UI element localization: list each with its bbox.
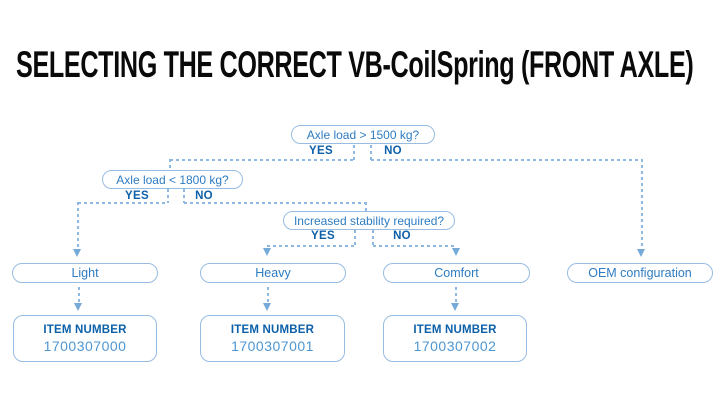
connector-d1-yes-horizontal <box>170 159 354 161</box>
connector-d3-no-stub <box>372 230 374 246</box>
item-number-box-heavy: ITEM NUMBER 1700307001 <box>200 315 345 362</box>
arrow-down-icon <box>451 303 459 311</box>
outcome-comfort: Comfort <box>383 263 530 283</box>
item-number-box-comfort: ITEM NUMBER 1700307002 <box>383 315 527 362</box>
page-title: SELECTING THE CORRECT VB-CoilSpring (FRO… <box>16 44 694 85</box>
connector-d3-yes-horizontal <box>267 245 355 247</box>
decision2-yes-label: YES <box>125 190 149 202</box>
connector-d2-no-drop-to-d3 <box>365 202 367 211</box>
item-number-value: 1700307000 <box>43 337 127 354</box>
item-number-value: 1700307001 <box>231 337 314 354</box>
item-number-box-light: ITEM NUMBER 1700307000 <box>13 315 157 362</box>
connector-d2-yes-drop-to-light <box>77 202 79 248</box>
decision1-no-label: NO <box>384 145 402 157</box>
connector-d3-no-horizontal <box>373 245 456 247</box>
outcome-label: Light <box>71 266 99 280</box>
connector-d1-no-stub <box>370 145 372 160</box>
arrow-down-icon <box>73 249 81 257</box>
outcome-label: OEM configuration <box>588 266 692 280</box>
arrow-down-icon <box>74 303 82 311</box>
connector-d2-yes-stub <box>167 189 169 203</box>
decision3-yes-label: YES <box>311 230 335 242</box>
decision3-no-label: NO <box>393 230 411 242</box>
outcome-oem-configuration: OEM configuration <box>567 263 713 283</box>
decision-question: Axle load > 1500 kg? <box>306 127 420 142</box>
decision-increased-stability: Increased stability required? <box>283 211 455 230</box>
item-number-label: ITEM NUMBER <box>230 323 315 336</box>
decision-axle-load-1800: Axle load < 1800 kg? <box>102 170 243 189</box>
outcome-heavy: Heavy <box>200 263 346 283</box>
connector-d2-no-horizontal <box>184 202 366 204</box>
connector-d1-yes-stub <box>353 145 355 160</box>
connector-comfort-to-item <box>455 287 457 303</box>
connector-d3-yes-stub <box>354 230 356 246</box>
decision-axle-load-1500: Axle load > 1500 kg? <box>291 125 435 144</box>
arrow-down-icon <box>263 248 271 256</box>
outcome-light: Light <box>12 263 158 283</box>
connector-d1-no-drop-to-oem <box>641 159 643 248</box>
arrow-down-icon <box>263 303 271 311</box>
outcome-label: Heavy <box>255 266 291 280</box>
connector-light-to-item <box>78 287 80 303</box>
outcome-label: Comfort <box>434 266 479 280</box>
arrow-down-icon <box>452 248 460 256</box>
connector-d2-yes-horizontal <box>78 202 168 204</box>
item-number-label: ITEM NUMBER <box>43 323 127 336</box>
decision2-no-label: NO <box>195 190 213 202</box>
connector-d2-no-stub <box>183 189 185 203</box>
connector-d1-yes-drop-to-d2 <box>169 159 171 170</box>
decision-question: Axle load < 1800 kg? <box>116 172 229 187</box>
item-number-value: 1700307002 <box>413 337 497 354</box>
decision1-yes-label: YES <box>309 145 333 157</box>
arrow-down-icon <box>637 249 645 257</box>
connector-d1-no-horizontal <box>371 159 642 161</box>
decision-question: Increased stability required? <box>293 213 445 228</box>
item-number-label: ITEM NUMBER <box>413 323 497 336</box>
connector-heavy-to-item <box>267 287 269 303</box>
